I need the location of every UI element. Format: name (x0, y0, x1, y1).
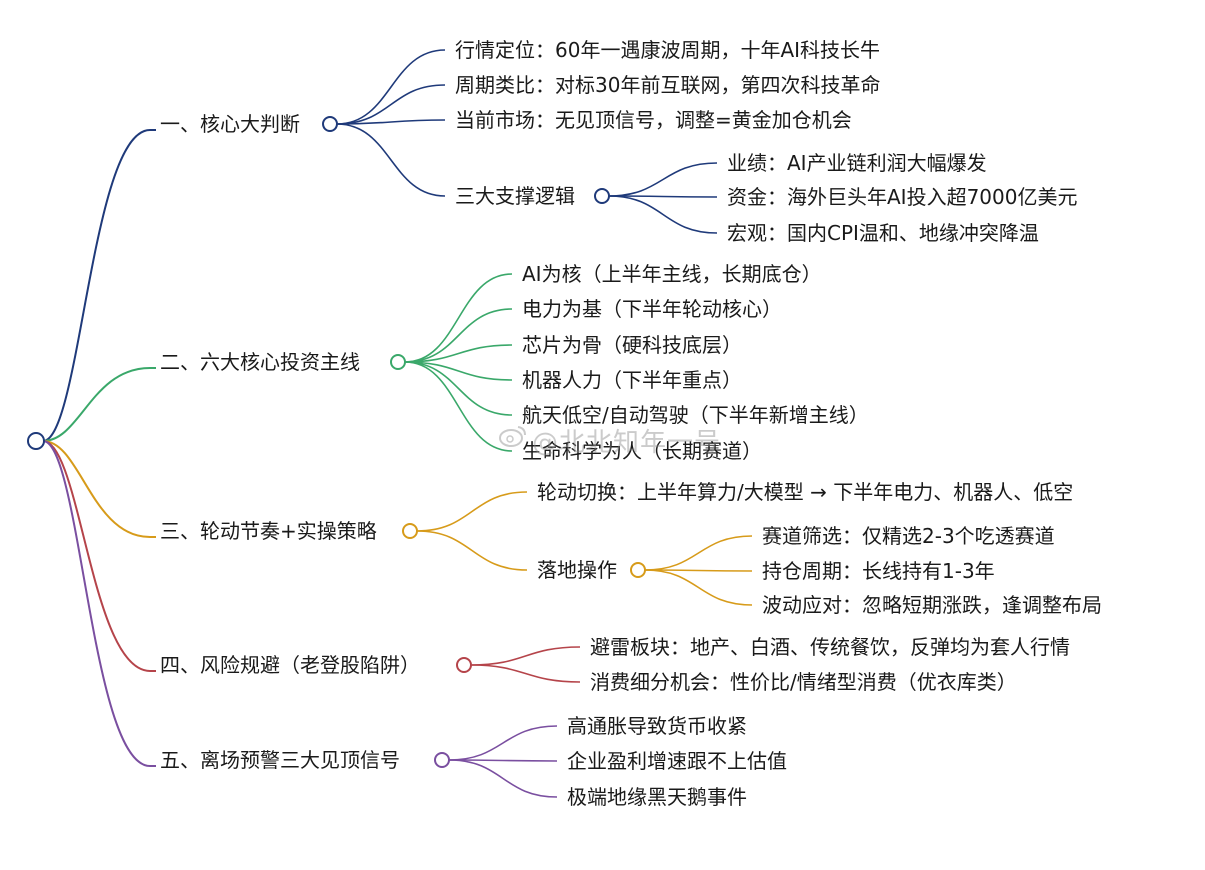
grandchild-connector (608, 195, 718, 234)
child-connector (404, 273, 513, 363)
child-label-1-2: 周期类比：对标30年前互联网，第四次科技革命 (455, 73, 881, 97)
branch-label-5: 五、离场预警三大见顶信号 (160, 748, 400, 772)
child-connector (404, 344, 513, 363)
branch-connector (42, 440, 151, 538)
child-label-5-2: 企业盈利增速跟不上估值 (567, 749, 787, 773)
grandchild-connector (644, 569, 753, 606)
child-label-1-3: 当前市场：无见顶信号，调整=黄金加仓机会 (455, 108, 852, 132)
child-label-1-1: 行情定位：60年一遇康波周期，十年AI科技长牛 (455, 38, 881, 62)
branch-connector (42, 129, 151, 442)
child-label-2-4: 机器人力（下半年重点） (522, 368, 742, 392)
child-label-4-1: 避雷板块：地产、白酒、传统餐饮，反弹均为套人行情 (590, 635, 1070, 659)
branch-connector (42, 440, 151, 767)
root-node[interactable] (27, 432, 45, 450)
child-connector (448, 725, 558, 761)
branch-node-3[interactable] (402, 523, 418, 539)
child-connector (336, 49, 446, 125)
child-connector (416, 530, 528, 571)
grandchild-label-1-4-1: 业绩：AI产业链利润大幅爆发 (727, 151, 987, 175)
child-connector (336, 123, 446, 197)
grandchild-connector (608, 195, 718, 198)
sub-node-1-4[interactable] (594, 188, 610, 204)
child-connector (404, 361, 513, 452)
grandchild-label-3-2-2: 持仓周期：长线持有1-3年 (762, 559, 995, 583)
sub-node-3-2[interactable] (630, 562, 646, 578)
child-label-2-3: 芯片为骨（硬科技底层） (522, 333, 742, 357)
grandchild-label-1-4-2: 资金：海外巨头年AI投入超7000亿美元 (727, 185, 1078, 209)
branch-connector (42, 440, 151, 672)
child-connector (448, 759, 558, 798)
child-connector (404, 361, 513, 381)
child-label-3-1: 轮动切换：上半年算力/大模型 → 下半年电力、机器人、低空 (537, 480, 1074, 504)
child-connector (470, 664, 581, 683)
grandchild-connector (644, 535, 753, 571)
grandchild-connector (608, 162, 718, 197)
child-connector (336, 119, 446, 125)
branch-node-5[interactable] (434, 752, 450, 768)
branch-label-3: 三、轮动节奏+实操策略 (160, 519, 377, 543)
grandchild-label-3-2-1: 赛道筛选：仅精选2-3个吃透赛道 (762, 524, 1055, 548)
child-connector (336, 84, 446, 125)
grandchild-connector (644, 569, 753, 572)
child-connector (416, 491, 528, 532)
child-connector (470, 646, 581, 666)
branch-label-1: 一、核心大判断 (160, 112, 300, 136)
branch-node-2[interactable] (390, 354, 406, 370)
grandchild-label-1-4-3: 宏观：国内CPI温和、地缘冲突降温 (727, 221, 1039, 245)
child-label-5-1: 高通胀导致货币收紧 (567, 714, 747, 738)
child-label-1-4: 三大支撑逻辑 (455, 184, 575, 208)
child-label-4-2: 消费细分机会：性价比/情绪型消费（优衣库类） (590, 670, 1017, 694)
child-label-3-2: 落地操作 (537, 558, 617, 582)
child-label-2-5: 航天低空/自动驾驶（下半年新增主线） (522, 403, 869, 427)
child-label-5-3: 极端地缘黑天鹅事件 (567, 785, 747, 809)
branch-label-4: 四、风险规避（老登股陷阱） (160, 653, 420, 677)
branch-node-4[interactable] (456, 657, 472, 673)
branch-connector (42, 367, 151, 442)
child-connector (448, 759, 558, 762)
child-label-2-6: 生命科学为人（长期赛道） (522, 439, 762, 463)
child-connector (404, 361, 513, 416)
branch-label-2: 二、六大核心投资主线 (160, 350, 360, 374)
child-connector (404, 308, 513, 363)
weibo-watermark-icon (499, 426, 526, 447)
grandchild-label-3-2-3: 波动应对：忽略短期涨跌，逢调整布局 (762, 593, 1102, 617)
child-label-2-1: AI为核（上半年主线，长期底仓） (522, 262, 822, 286)
watermark-text: @北北知年一号 (532, 428, 722, 458)
child-label-2-2: 电力为基（下半年轮动核心） (522, 297, 782, 321)
branch-node-1[interactable] (322, 116, 338, 132)
